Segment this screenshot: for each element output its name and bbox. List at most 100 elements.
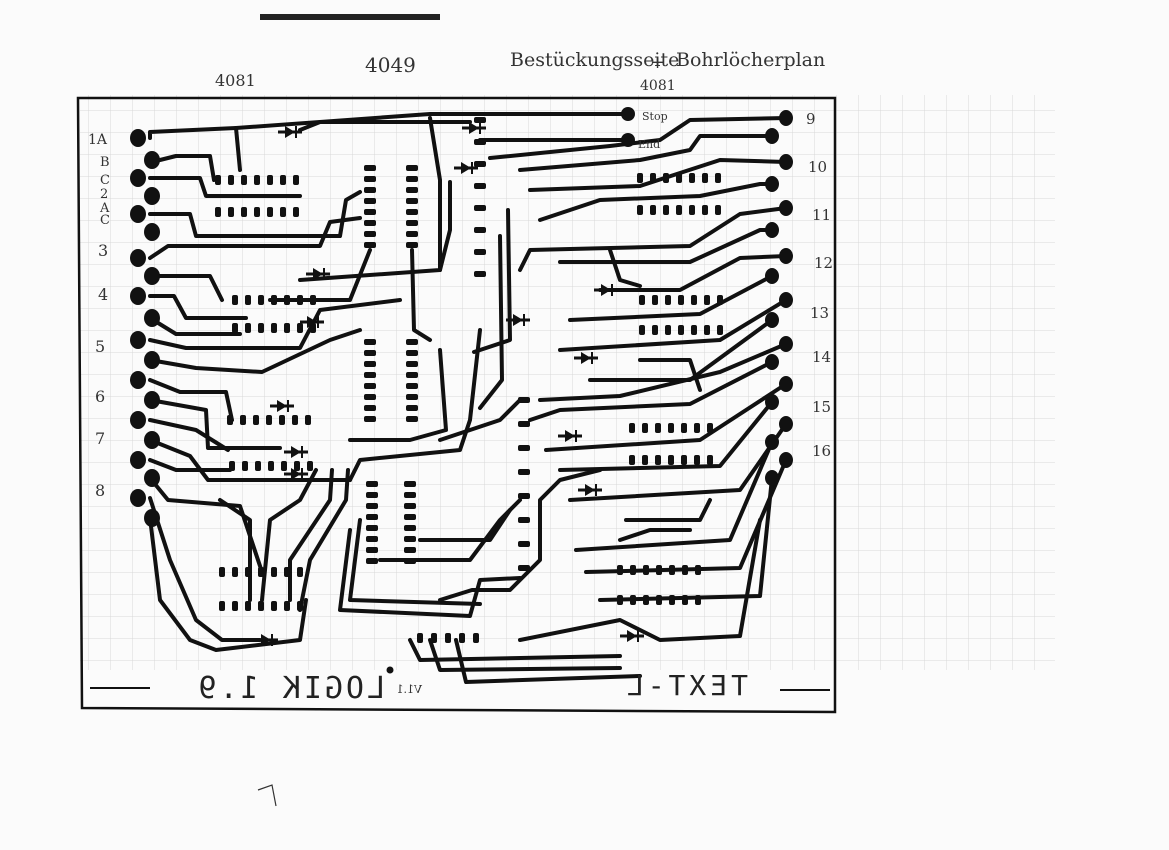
graph-paper-grid	[80, 95, 1055, 670]
chip-pin	[717, 295, 723, 305]
svg-text:LOGIK 1.9: LOGIK 1.9	[195, 671, 385, 706]
trace	[638, 358, 702, 392]
trace	[518, 134, 774, 172]
edge-pad	[144, 351, 160, 369]
trace	[298, 116, 442, 282]
trace	[624, 498, 712, 522]
chip-pin	[366, 536, 378, 542]
chip-pin	[364, 372, 376, 378]
chip-pin	[617, 565, 623, 575]
chip-pin	[681, 455, 687, 465]
trace	[608, 248, 642, 288]
trace	[338, 528, 522, 618]
chip-pin	[518, 565, 530, 571]
chip-pin	[406, 242, 418, 248]
edge-pad	[765, 354, 779, 370]
chip-label-left: 4081	[215, 71, 256, 90]
pencil-mark	[257, 784, 277, 807]
edge-pad	[130, 169, 146, 187]
board-text-dot	[386, 666, 394, 674]
chip-pin	[406, 383, 418, 389]
diode	[270, 400, 294, 412]
chip-pin	[406, 350, 418, 356]
chip-pin	[431, 633, 437, 643]
trace	[148, 398, 282, 450]
chip-pin	[284, 567, 290, 577]
chip-pin	[404, 503, 416, 509]
chip-pin	[642, 455, 648, 465]
chip-pin	[518, 469, 530, 475]
right-label-9: 9	[806, 110, 816, 128]
chip-pin	[406, 339, 418, 345]
diode	[462, 122, 486, 134]
edge-pad	[144, 151, 160, 169]
trace	[298, 120, 472, 132]
right-label-11: 11	[812, 206, 831, 224]
trace	[418, 508, 512, 542]
edge-pads-right	[765, 110, 793, 486]
right-pad-labels: 9 10 11 12 13 14 15 16	[806, 110, 833, 460]
chip-pin	[717, 325, 723, 335]
board-outline	[76, 96, 837, 714]
chip-pin	[643, 565, 649, 575]
chip-pin	[518, 517, 530, 523]
trace	[348, 348, 448, 442]
chip-pin	[639, 295, 645, 305]
chip-pin	[691, 325, 697, 335]
edge-pad	[779, 154, 793, 170]
trace	[288, 468, 334, 602]
trace	[618, 528, 692, 542]
edge-pad	[130, 489, 146, 507]
chip-pin	[474, 227, 486, 233]
edge-pad	[144, 509, 160, 527]
trace	[598, 254, 788, 292]
trace	[528, 360, 774, 422]
edge-pad	[130, 371, 146, 389]
trace	[518, 518, 762, 642]
trace	[148, 216, 362, 260]
stop-label: Stop	[642, 110, 668, 123]
chip-pin	[630, 595, 636, 605]
trace	[268, 248, 372, 302]
chip-pin	[271, 323, 277, 333]
chip-pin	[364, 242, 376, 248]
trace	[148, 298, 402, 350]
diode	[278, 126, 302, 138]
diode	[284, 446, 308, 458]
chip-pin	[268, 461, 274, 471]
chip-pin	[689, 205, 695, 215]
chip-pin	[518, 445, 530, 451]
chip-pin	[669, 565, 675, 575]
chip-pin	[258, 567, 264, 577]
chip-pin	[691, 295, 697, 305]
chip-pin	[406, 220, 418, 226]
board-text-right-mirrored: TEXT-L	[623, 669, 748, 702]
chip-pin	[406, 405, 418, 411]
chip-pin	[366, 547, 378, 553]
chip-pin	[665, 295, 671, 305]
edge-pad	[130, 129, 146, 147]
chip-pin	[292, 415, 298, 425]
chip-pin	[307, 461, 313, 471]
chip-pin	[642, 423, 648, 433]
chip-pin	[715, 173, 721, 183]
edge-pad	[130, 205, 146, 223]
end-pad	[621, 133, 635, 147]
chip-pin	[682, 565, 688, 575]
chip-pin	[702, 173, 708, 183]
chip-pin	[284, 601, 290, 611]
chip-pin	[364, 394, 376, 400]
chip-pin	[617, 595, 623, 605]
chip-pin	[445, 633, 451, 643]
chip-pin	[258, 295, 264, 305]
right-label-13: 13	[810, 304, 829, 322]
chip-pin	[245, 567, 251, 577]
chip-pin	[364, 350, 376, 356]
trace	[148, 516, 308, 652]
chip-pin	[406, 361, 418, 367]
chip-pin	[266, 415, 272, 425]
trace	[598, 476, 774, 602]
chip-pin	[284, 323, 290, 333]
trace	[148, 126, 242, 172]
trace	[558, 298, 788, 352]
